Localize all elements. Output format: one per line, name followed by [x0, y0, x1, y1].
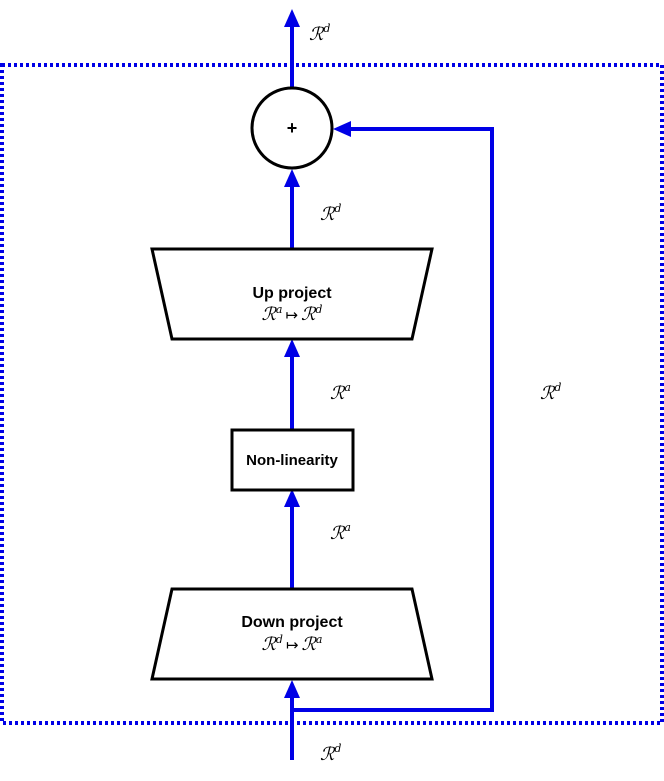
skip-label: ℛd: [540, 381, 561, 404]
up-to-sum-arrowhead: [284, 169, 300, 187]
input-arrowhead: [284, 680, 300, 698]
down-project-title: Down project: [241, 614, 343, 631]
sum-symbol: +: [287, 118, 298, 138]
down-project-map: ℛd↦ℛa: [262, 633, 323, 655]
skip-connection: [292, 127, 494, 712]
nonlinearity-block: [230, 428, 355, 492]
down-project-block: [150, 587, 434, 681]
nonlin-to-up-arrowhead: [284, 339, 300, 357]
sum-node: [250, 86, 334, 170]
module-boundary: [0, 63, 664, 725]
skip-arrowhead: [333, 121, 351, 137]
up-to-sum-label: ℛd: [320, 202, 341, 225]
nonlin-to-up-label: ℛa: [330, 381, 351, 404]
up-project-block: [150, 247, 434, 341]
up-project-title: Up project: [252, 285, 332, 302]
down-to-nonlin-arrowhead: [284, 489, 300, 507]
nonlinearity-title: Non-linearity: [246, 452, 338, 469]
down-to-nonlin-label: ℛa: [330, 521, 351, 544]
output-arrowhead: [284, 9, 300, 27]
input-label: ℛd: [320, 742, 341, 765]
output-label: ℛd: [309, 22, 330, 45]
up-project-map: ℛa↦ℛd: [262, 303, 323, 325]
